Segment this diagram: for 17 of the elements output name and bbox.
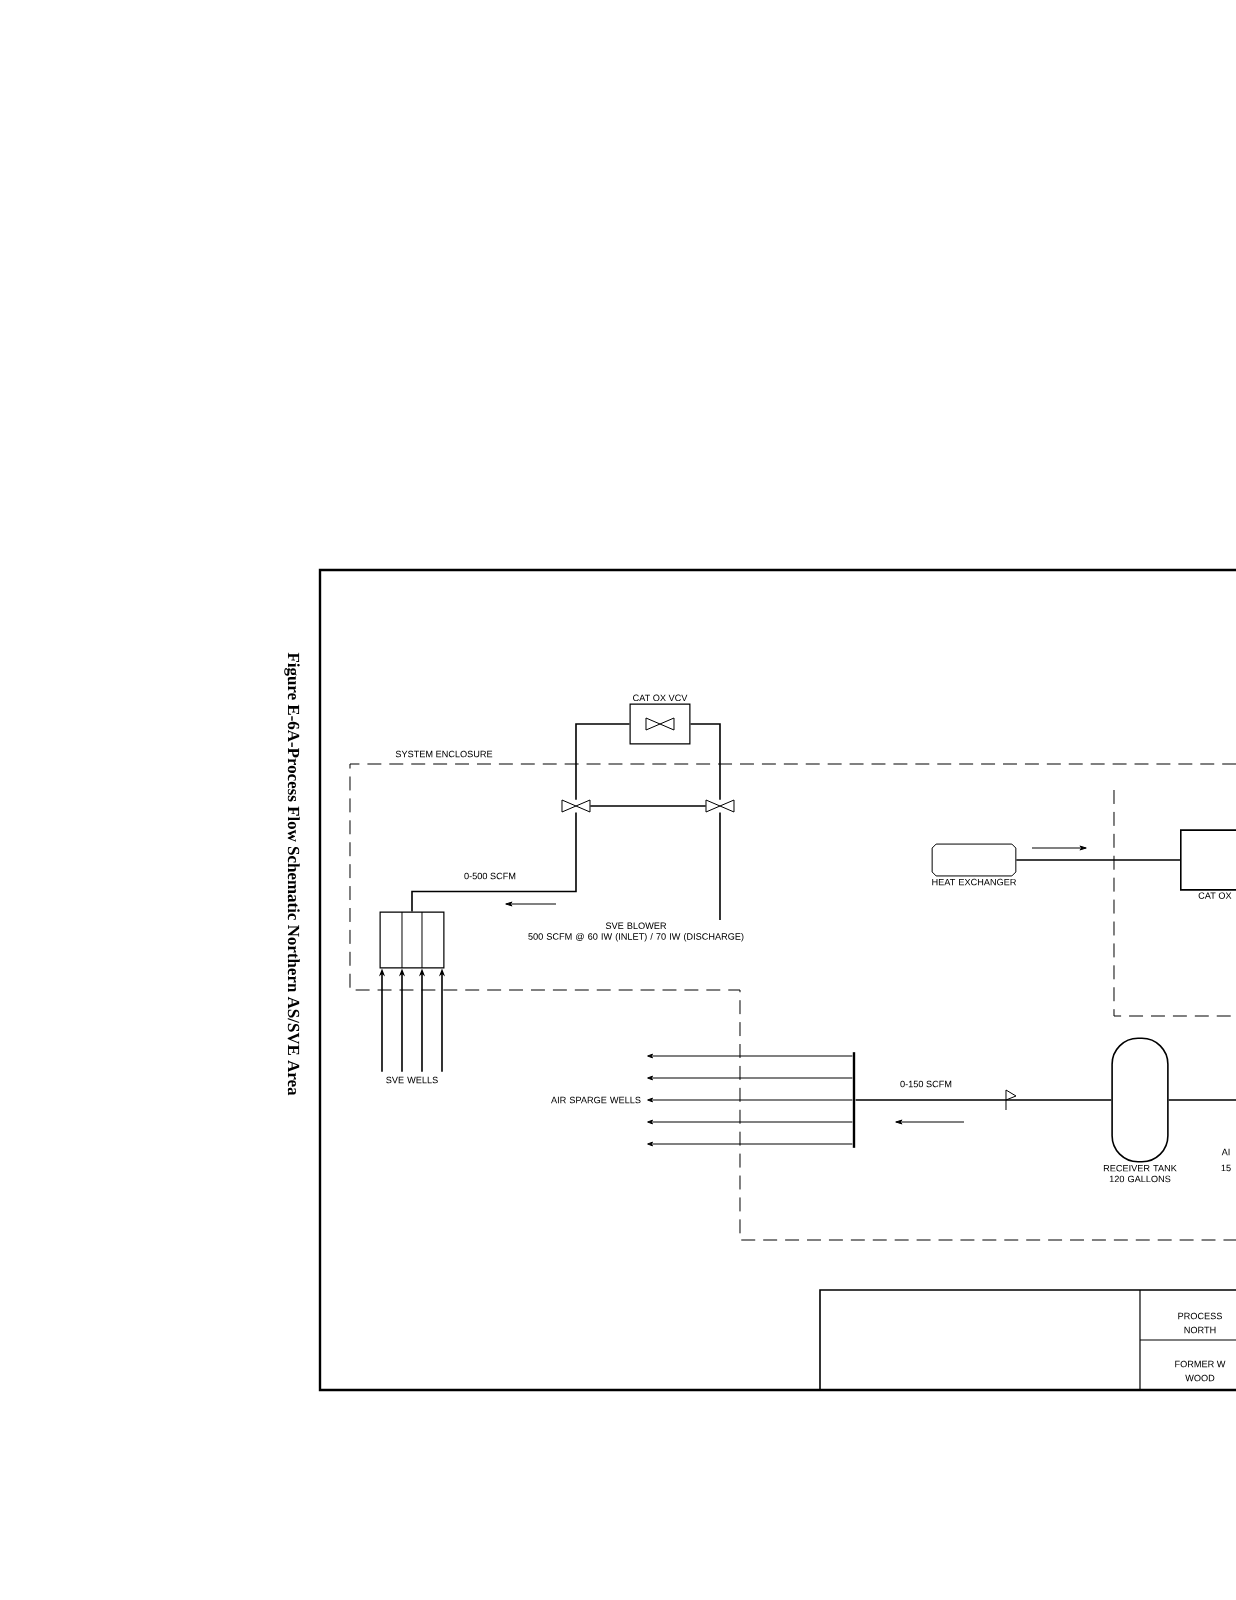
- pipe-line: [411, 811, 577, 913]
- pipe-line: [575, 723, 631, 801]
- pipe-line: [1167, 1099, 1236, 1101]
- pipe-line: [647, 1141, 853, 1147]
- pipe-line: [719, 811, 721, 921]
- pipe-line: [647, 1053, 853, 1059]
- manifold: [379, 911, 445, 969]
- pipe-line: [647, 1075, 853, 1081]
- pipe-line: [647, 1119, 853, 1125]
- pipe-line: [589, 805, 707, 807]
- pipe-line: [854, 1099, 1113, 1101]
- pipe-line: [689, 723, 721, 801]
- pipe-line: [647, 1097, 853, 1103]
- valve-symbol: [705, 799, 735, 813]
- pipe-line: [1015, 859, 1181, 861]
- figure-title: Figure E-6A-Process Flow Schematic Northern AS/SVE Area: [284, 652, 300, 1096]
- valve-symbol: [561, 799, 591, 813]
